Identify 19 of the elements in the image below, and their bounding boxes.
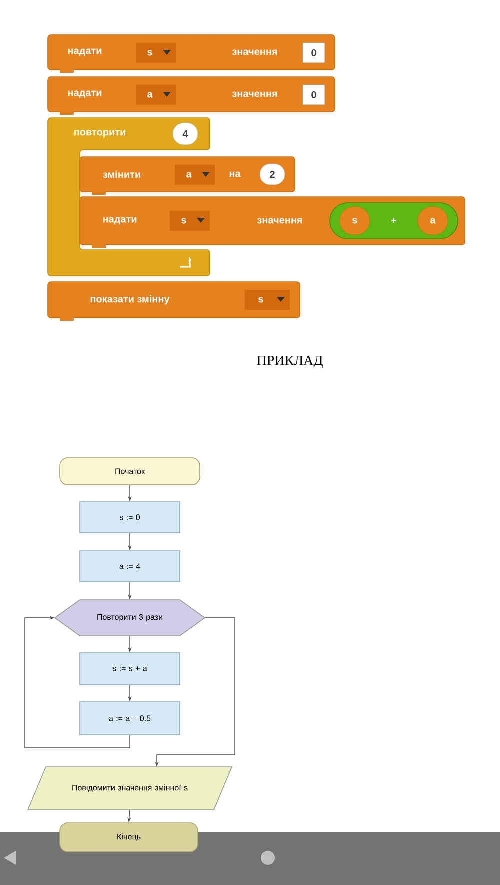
- end-terminal: Кінець: [60, 822, 198, 852]
- number-field: 0: [302, 84, 326, 106]
- process-box: a := a – 0.5: [80, 702, 180, 736]
- arrow: [24, 616, 130, 748]
- process-box: s := 0: [80, 502, 180, 534]
- number-field: 0: [302, 42, 326, 64]
- dropdown-slot: a: [136, 85, 176, 105]
- dropdown-slot: s: [170, 211, 210, 231]
- variable-reporter: s: [340, 206, 370, 236]
- variable-reporter: a: [418, 206, 448, 236]
- process-box: s := s + a: [80, 652, 180, 686]
- start-terminal: Початок: [60, 458, 200, 486]
- number-field: 4: [172, 122, 198, 146]
- dropdown-slot: s: [136, 43, 176, 63]
- process-box: a := 4: [80, 550, 180, 582]
- number-field: 2: [260, 164, 286, 186]
- dropdown-slot: s: [245, 290, 290, 310]
- dropdown-slot: a: [175, 165, 215, 185]
- heading: ПРИКЛАД: [257, 356, 323, 368]
